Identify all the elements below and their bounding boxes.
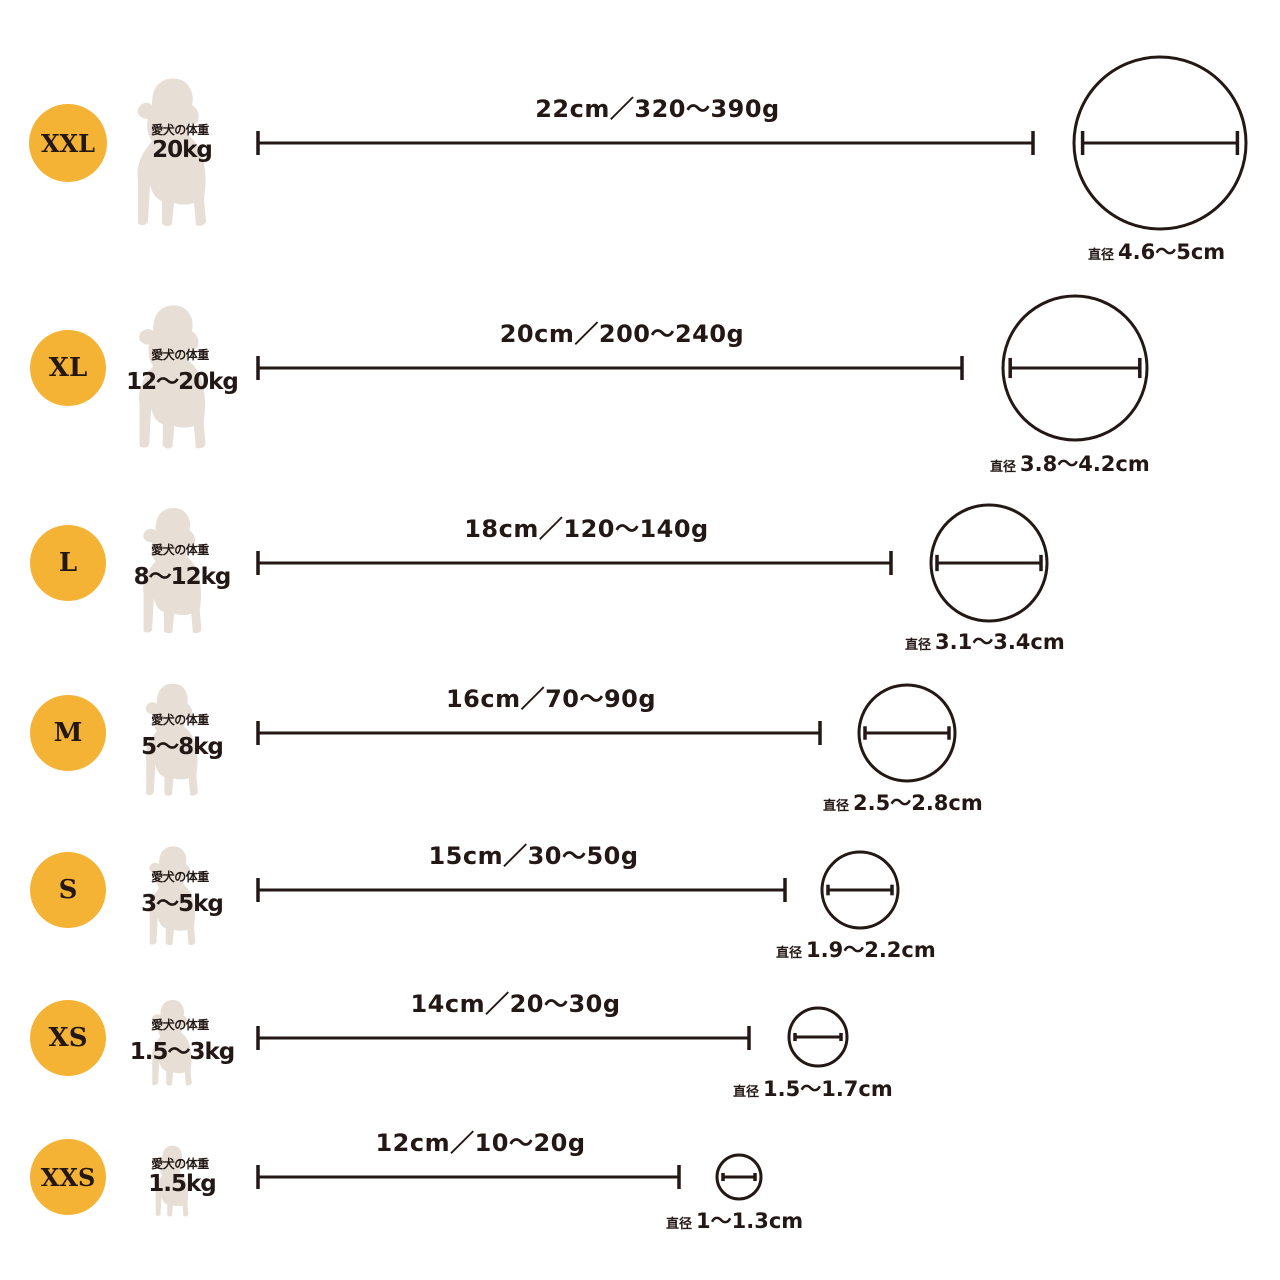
dog-silhouette-icon <box>151 1000 192 1086</box>
dog-silhouette-icon <box>155 1145 189 1217</box>
length-weight-label: 20cm／200〜240g <box>499 320 745 348</box>
weight-value: 1.5〜3kg <box>129 1039 236 1065</box>
length-bar <box>256 356 964 380</box>
dog-silhouette-icon <box>142 507 201 634</box>
size-badge: L <box>30 525 106 601</box>
weight-caption: 愛犬の体重 <box>151 870 209 884</box>
weight-caption: 愛犬の体重 <box>151 543 209 557</box>
weight-caption: 愛犬の体重 <box>151 1157 209 1171</box>
diameter-value: 1.5〜1.7cm <box>763 1077 893 1101</box>
dog-silhouette-icon <box>148 846 195 946</box>
length-bar <box>256 551 893 575</box>
diameter-caption: 直径 <box>666 1217 693 1232</box>
length-bar <box>256 1026 751 1050</box>
diameter-value: 4.6〜5cm <box>1118 240 1226 264</box>
weight-value: 1.5kg <box>148 1171 217 1197</box>
length-weight-label: 22cm／320〜390g <box>535 95 780 123</box>
dog-silhouette-icon <box>138 305 205 449</box>
length-bar <box>256 1165 681 1189</box>
diameter-value: 3.1〜3.4cm <box>935 630 1065 654</box>
diameter-circle <box>715 1153 763 1201</box>
weight-caption: 愛犬の体重 <box>151 348 209 362</box>
length-bar <box>256 878 787 902</box>
weight-value: 5〜8kg <box>141 734 224 760</box>
diameter-circle <box>929 503 1049 623</box>
length-weight-label: 12cm／10〜20g <box>375 1129 586 1157</box>
weight-value: 12〜20kg <box>126 369 239 395</box>
weight-caption: 愛犬の体重 <box>151 713 209 727</box>
length-bar <box>256 131 1035 155</box>
length-weight-label: 14cm／20〜30g <box>410 990 621 1018</box>
diameter-caption: 直径 <box>990 460 1017 475</box>
dog-silhouette-icon <box>137 78 206 226</box>
length-weight-label: 16cm／70〜90g <box>445 685 657 713</box>
weight-value: 8〜12kg <box>133 564 232 590</box>
diameter-caption: 直径 <box>823 799 850 814</box>
diameter-circle <box>1001 294 1149 442</box>
size-badge: XXL <box>29 104 107 182</box>
diameter-caption: 直径 <box>905 638 932 653</box>
diameter-caption: 直径 <box>1088 248 1115 263</box>
diameter-circle <box>857 683 957 783</box>
diameter-value: 3.8〜4.2cm <box>1020 452 1150 476</box>
weight-value: 20kg <box>152 137 213 163</box>
size-badge: S <box>30 852 106 928</box>
diameter-circle <box>1072 55 1248 231</box>
diameter-value: 1〜1.3cm <box>696 1209 804 1233</box>
size-badge: XS <box>30 1000 106 1076</box>
length-bar <box>256 721 822 745</box>
weight-value: 3〜5kg <box>141 891 224 917</box>
size-badge: XXS <box>30 1139 106 1215</box>
weight-caption: 愛犬の体重 <box>151 123 209 137</box>
diameter-circle <box>787 1006 849 1068</box>
diameter-value: 2.5〜2.8cm <box>853 791 983 815</box>
length-weight-label: 15cm／30〜50g <box>428 842 639 870</box>
dog-silhouette-icon <box>145 683 198 796</box>
diameter-caption: 直径 <box>733 1085 760 1100</box>
diameter-caption: 直径 <box>776 946 803 961</box>
size-badge: XL <box>30 330 106 406</box>
size-badge: M <box>30 695 106 771</box>
diameter-value: 1.9〜2.2cm <box>806 938 936 962</box>
weight-caption: 愛犬の体重 <box>151 1018 209 1032</box>
diameter-circle <box>820 850 900 930</box>
length-weight-label: 18cm／120〜140g <box>464 515 709 543</box>
